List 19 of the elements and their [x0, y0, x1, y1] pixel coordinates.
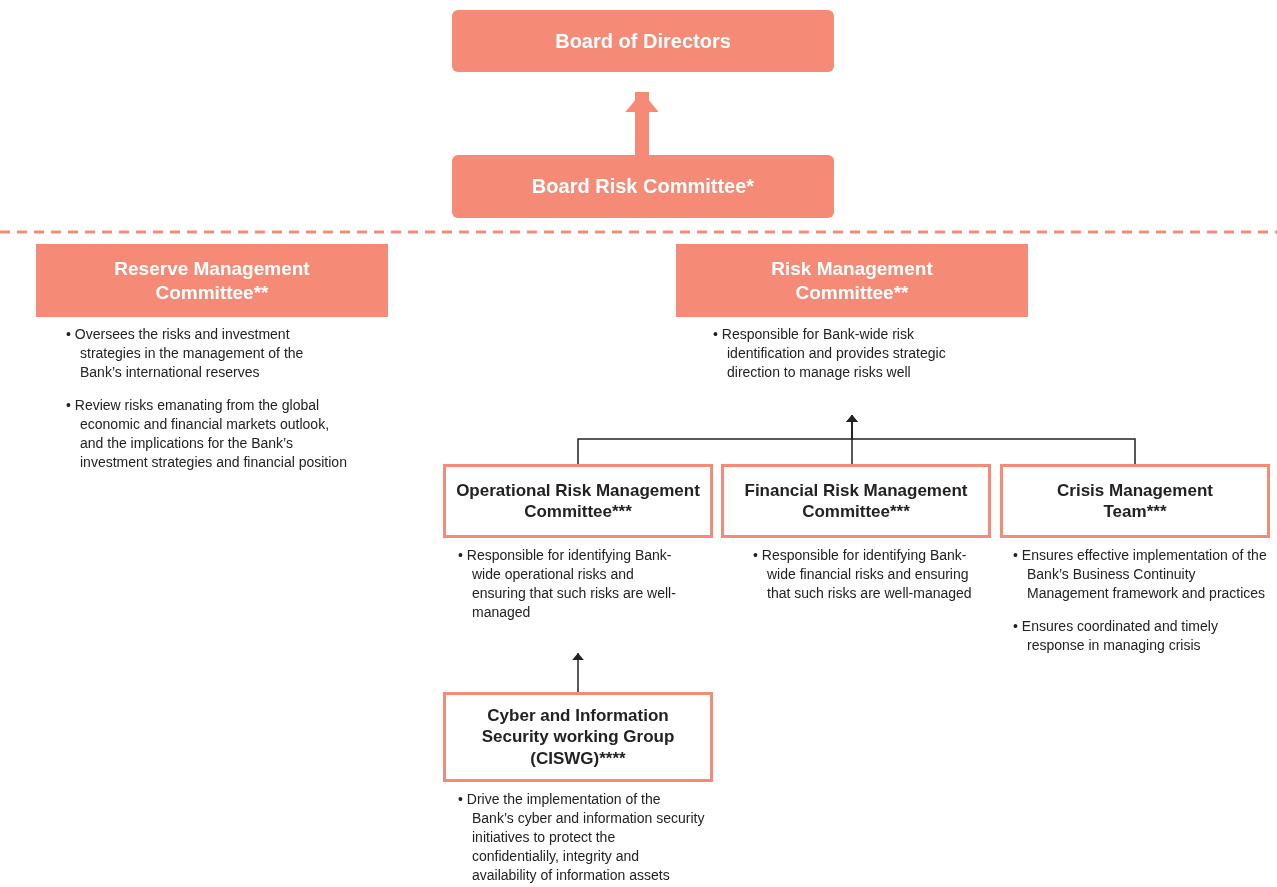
bullet-text: • Responsible for identifying Bank-wide financial risks and ensuring that such risks are well-managed	[752, 546, 973, 603]
bullet-text: • Responsible for identifying Bank-wide operational risks and ensuring that such risks are well-managed	[457, 546, 677, 622]
committee-box: Reserve Management Committee**	[36, 244, 388, 317]
bullet-text: • Ensures effective implementation of the Bank’s Business Continuity Management framework and practices	[1012, 546, 1268, 603]
committee-outline-box: Operational Risk Management Committee***	[443, 464, 713, 538]
bullet-text: • Review risks emanating from the global economic and financial markets outlook, and the implications for the Bank’s investment strategies and financial position	[65, 396, 348, 472]
arrow	[846, 414, 1136, 465]
arrow	[572, 652, 584, 693]
committee-outline-box: Financial Risk Management Committee***	[721, 464, 991, 538]
bullet-text: • Responsible for Bank-wide risk identification and provides strategic direction to manage risks well	[712, 325, 947, 382]
committee-box: Board of Directors	[452, 10, 834, 72]
arrow	[625, 92, 659, 155]
bullet-text: • Oversees the risks and investment strategies in the management of the Bank’s international reserves	[65, 325, 305, 382]
committee-box: Risk Management Committee**	[676, 244, 1028, 317]
bullet-text: • Drive the implementation of the Bank’s cyber and information security initiatives to protect the confidentialily, integrity and availability of information assets	[457, 790, 705, 885]
committee-outline-box: Crisis Management Team***	[1000, 464, 1270, 538]
committee-box: Board Risk Committee*	[452, 155, 834, 218]
committee-outline-box: Cyber and Information Security working Group (CISWG)****	[443, 692, 713, 782]
bullet-text: • Ensures coordinated and timely response in managing crisis	[1012, 617, 1219, 655]
